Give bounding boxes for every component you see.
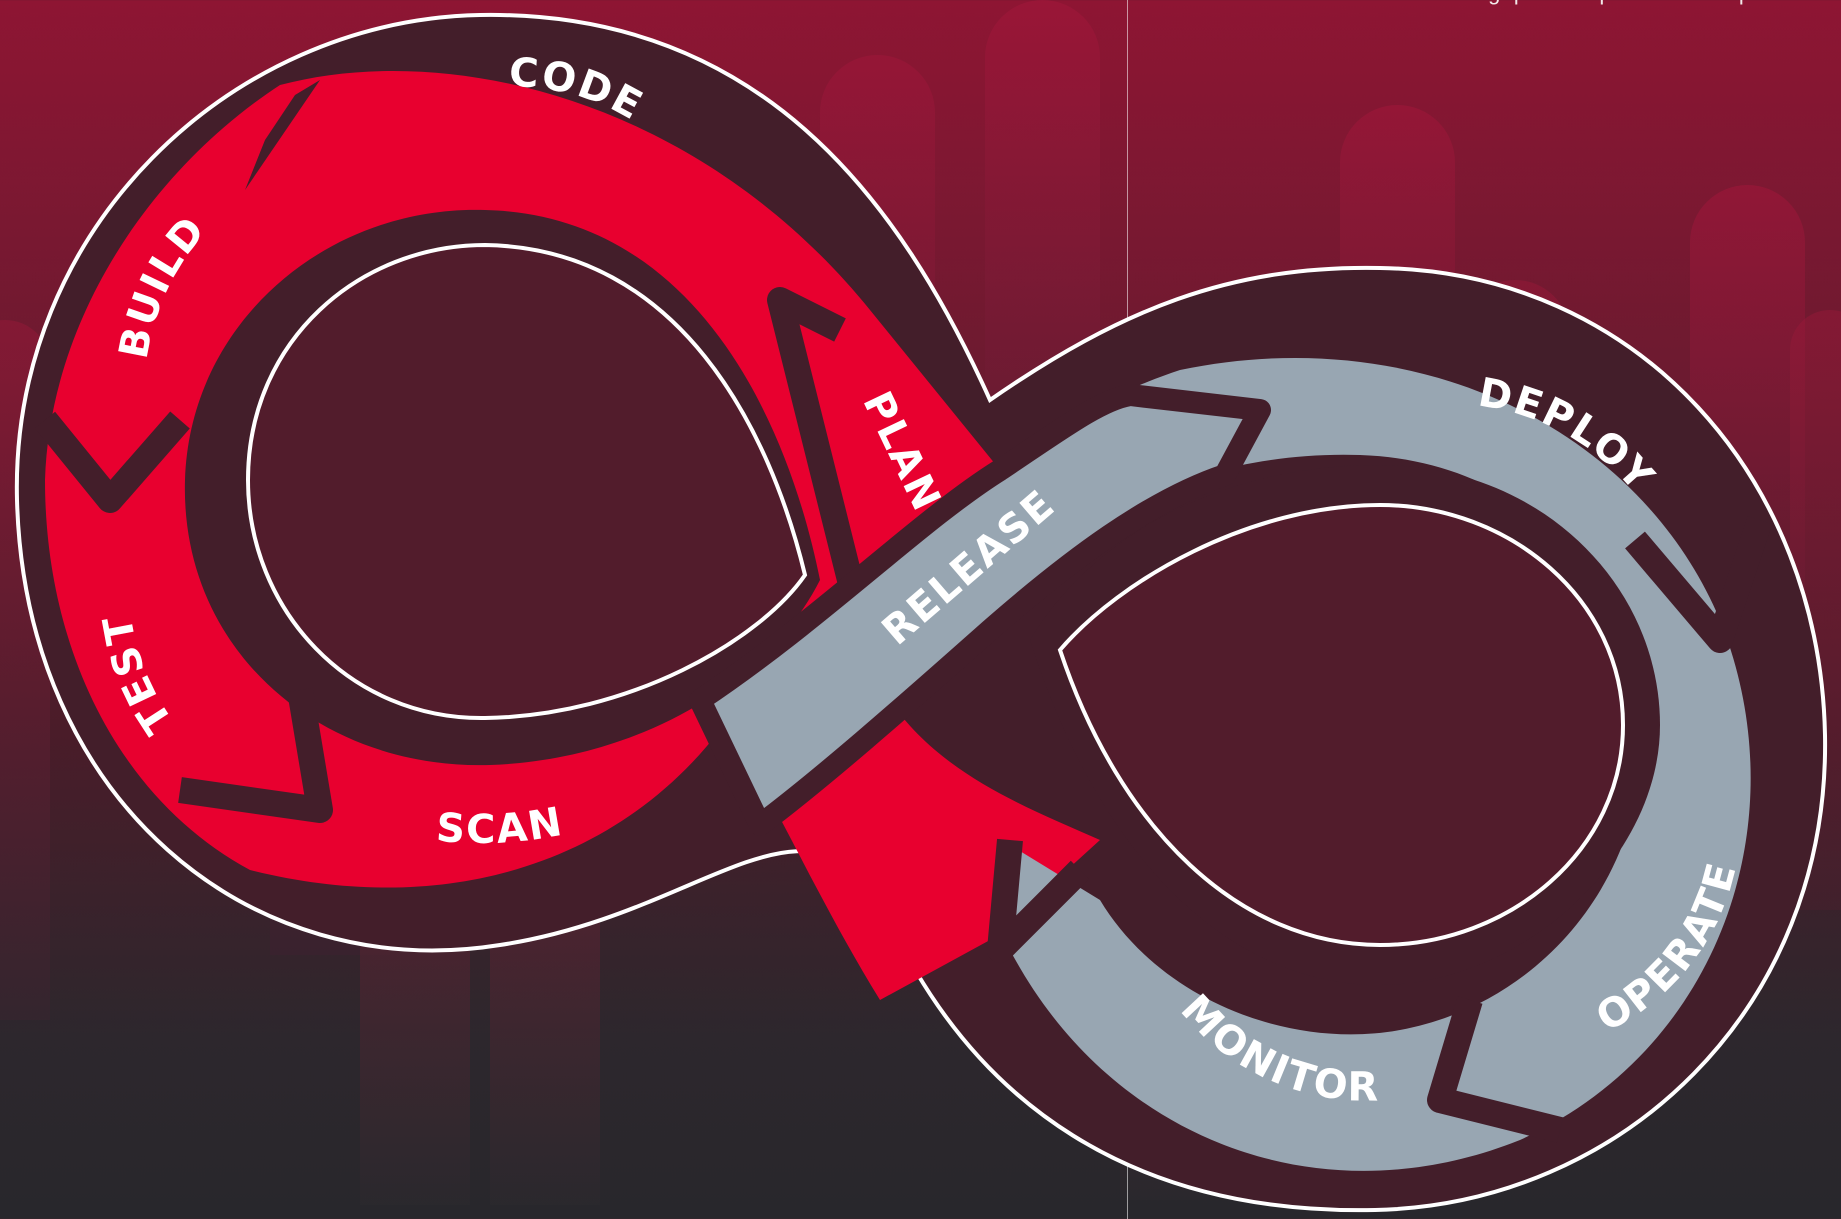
stage-label-scan: SCAN [435, 799, 567, 853]
release-ribbon [689, 384, 1271, 836]
red-arrow-separator [34, 411, 190, 513]
gray-arrow-separator [1625, 515, 1773, 653]
left-loop-hole [245, 242, 808, 721]
red-arrow-separator [245, 80, 320, 190]
gray-arrow-separator [1427, 996, 1564, 1143]
red-arrow-separator [767, 287, 873, 624]
top-caption: trong quá trình phát triển sản phẩm. [1240, 0, 1800, 8]
right-loop-hole [1057, 502, 1626, 948]
gray-arrow-separator [987, 838, 1090, 963]
red-arrow-separator [178, 687, 333, 823]
